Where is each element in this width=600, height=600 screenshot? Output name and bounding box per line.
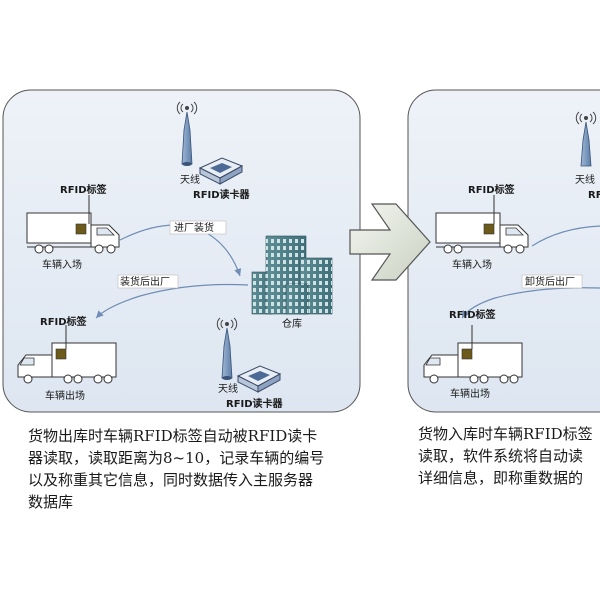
exit-after-loading-label: 装货后出厂 <box>120 275 170 288</box>
caption-line: 以及称重其它信息，同时数据传入主服务器 <box>28 471 314 489</box>
caption-line: 货物入库时车辆RFID标签 <box>418 425 593 443</box>
right-antenna-label: 天线 <box>575 173 595 186</box>
right-truck-in-label: 车辆入场 <box>452 258 492 271</box>
tag-top-label: RFID标签 <box>60 183 108 196</box>
right-caption: 货物入库时车辆RFID标签 读取，软件系统将自动读 详细信息，即称重数据的 <box>418 423 600 489</box>
enter-loading-label: 进厂装货 <box>174 221 214 234</box>
antenna-bottom-label: 天线 <box>218 382 238 395</box>
tag-bottom-label: RFID标签 <box>40 315 88 328</box>
antenna-top-label: 天线 <box>180 173 200 186</box>
right-tag-bottom-label: RFID标签 <box>449 308 497 321</box>
rfid-reader-icon <box>236 365 282 393</box>
truck-out-icon <box>423 325 523 384</box>
reader-bottom-label: RFID读卡器 <box>226 397 284 410</box>
transition-arrow-icon <box>349 203 431 281</box>
exit-after-unloading-label: 卸货后出厂 <box>525 275 575 288</box>
right-enter-arrow <box>531 225 600 247</box>
truck-in-icon <box>435 195 529 254</box>
truck-out-label: 车辆出场 <box>45 389 85 402</box>
antenna-icon <box>176 101 198 166</box>
warehouse-label: 仓库 <box>282 317 302 330</box>
rfid-reader-icon <box>198 157 244 185</box>
caption-line: 器读取，读取距离为8~10，记录车辆的编号 <box>28 449 325 467</box>
antenna-icon <box>575 111 597 167</box>
exit-after-loading-arrow <box>95 283 249 319</box>
truck-out-icon <box>17 325 117 384</box>
right-tag-top-label: RFID标签 <box>468 183 516 196</box>
right-reader-label: RF <box>588 190 600 201</box>
warehouse-icon <box>251 235 333 315</box>
caption-line: 详细信息，即称重数据的 <box>418 469 584 487</box>
right-truck-out-label: 车辆出场 <box>450 387 490 400</box>
caption-line: 货物出库时车辆RFID标签自动被RFID读卡 <box>28 427 318 445</box>
caption-line: 读取，软件系统将自动读 <box>418 447 584 465</box>
caption-line: 数据库 <box>28 493 74 511</box>
reader-top-label: RFID读卡器 <box>193 188 251 201</box>
antenna-icon <box>216 317 238 380</box>
truck-in-label: 车辆入场 <box>42 258 82 271</box>
truck-in-icon <box>26 195 120 254</box>
left-caption: 货物出库时车辆RFID标签自动被RFID读卡 器读取，读取距离为8~10，记录车… <box>28 425 358 513</box>
